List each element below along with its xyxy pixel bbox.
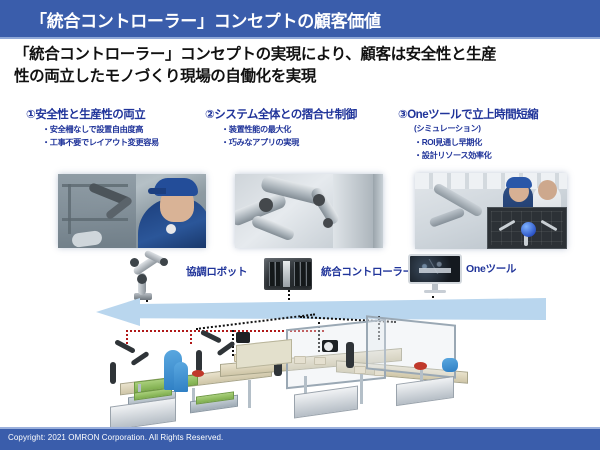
callout-line-horizontal [126,330,324,332]
controller-slot-3 [294,262,299,286]
photo-2-joint-1 [259,198,273,212]
header-bar [0,0,600,37]
photo-3-person-2-head [538,180,557,200]
cobot-icon [118,249,172,300]
factory-rotary-2 [414,362,427,370]
factory-machine-box-1 [110,397,176,431]
value-flow-arrow-shaft [132,298,546,320]
connector-controller-down [288,290,290,312]
value-column-3: ③Oneツールで立上時間短縮 (シミュレーション) ・ROI見通し早期化 ・設計… [398,106,593,162]
column-3-bullets: ・ROI見通し早期化 ・設計リソース効率化 [414,137,593,162]
factory-camera-2 [236,332,250,343]
photo-1-post [68,184,71,234]
factory-robot-base-1 [110,362,116,384]
cobot-joint-1 [137,274,147,284]
photo-1-rail-b [62,218,128,221]
factory-leg-3 [248,380,251,408]
monitor-screen-caption-bar [419,268,451,273]
subtitle: 「統合コントローラー」コンセプトの実現により、顧客は安全性と生産 性の両立したモ… [14,44,589,89]
photo-engineers-viewing-simulation [415,173,567,249]
factory-tray-4 [294,356,306,364]
factory-worker-2 [174,362,188,392]
page-title: 「統合コントローラー」コンセプトの顧客価値 [30,12,381,31]
photo-3-sim-sphere [521,222,536,237]
factory-robot-arm-1a [114,339,136,354]
factory-production-line-illustration [108,315,488,431]
photo-2-joint-2 [313,194,325,206]
photo-industrial-robot-arms [235,174,383,248]
callout-drop-2 [318,322,320,352]
factory-robot-arm-2a [200,329,222,344]
column-2-heading: ②システム全体との摺合せ制御 [205,109,357,121]
factory-leg-4 [304,376,307,406]
photo-1-cap-brim [148,188,166,194]
footer-divider [0,427,600,429]
callout-drop-3 [378,316,380,340]
photo-2-panel-edge [373,174,383,248]
header-underline [0,37,600,39]
photo-2-panel [333,174,375,248]
column-3-heading: ③Oneツールで立上時間短縮 [398,109,539,121]
cobot-segment-1 [138,273,146,295]
photo-worker-with-collaborative-robot [58,174,206,248]
factory-camera-1-lens [324,342,333,351]
column-2-bullet-2: ・巧みなアプリの実現 [221,137,299,147]
controller-slot-5 [306,262,311,286]
column-1-bullet-1: ・安全柵なしで設置自由度高 [42,125,143,134]
controller-label: 統合コントローラー [321,266,413,278]
factory-tray-5 [314,357,326,365]
factory-rotary-1 [192,370,204,377]
callout-tick-mid [190,330,192,344]
value-column-1: ①安全性と生産性の両立 ・安全柵なしで設置自由度高 ・工事不要でレイアウト変更容… [26,106,211,149]
monitor-foot [424,290,446,293]
factory-tray-7 [374,368,386,376]
photo-3-sim-post [524,234,528,246]
controller-slot-2 [275,262,280,286]
controller-slot-1 [269,262,274,286]
column-1-heading: ①安全性と生産性の両立 [26,109,146,121]
factory-leg-5 [360,374,363,404]
cobot-label: 協調ロボット [186,266,248,278]
value-column-2: ②システム全体との摺合せ制御 ・装置性能の最大化 ・巧みなアプリの実現 [205,106,400,149]
footer-bar [0,429,600,450]
monitor-stand [432,284,438,290]
copyright-text: Copyright: 2021 OMRON Corporation. All R… [8,433,224,442]
value-flow-arrow [96,298,546,330]
column-3-subnote: (シミュレーション) [414,124,481,133]
factory-worker-3 [442,358,458,372]
photo-2-joint-3 [323,218,333,228]
controller-cpu-module [283,261,290,287]
column-1-bullet-2: ・工事不要でレイアウト変更容易 [42,137,159,147]
factory-machine-box-3 [396,375,454,407]
onetool-label: Oneツール [466,263,517,275]
cobot-joint-2 [130,258,139,267]
controller-icon [264,258,312,290]
photo-1-badge [166,224,176,234]
column-1-bullets: ・安全柵なしで設置自由度高 ・工事不要でレイアウト変更容易 [42,124,211,149]
monitor-screen [408,254,462,284]
cobot-base [134,293,152,300]
monitor-icon [408,254,462,294]
photo-3-person-1-cap [506,177,532,188]
callout-tick-left [126,330,128,344]
column-3-bullet-2: ・設計リソース効率化 [414,150,492,160]
subtitle-line-1: 「統合コントローラー」コンセプトの実現により、顧客は安全性と生産 [14,46,497,63]
column-2-bullets: ・装置性能の最大化 ・巧みなアプリの実現 [221,124,400,149]
column-2-bullet-1: ・装置性能の最大化 [221,125,292,134]
photo-3-simulation-screen [487,207,567,249]
cobot-joint-3 [160,258,168,266]
controller-slot-4 [300,262,305,286]
factory-robot-base-2 [196,350,202,372]
subtitle-line-2: 性の両立したモノづくり現場の自働化を実現 [14,68,317,86]
column-3-bullet-1: ・ROI見通し早期化 [414,137,482,147]
factory-tray-6 [354,366,366,374]
factory-robot-base-4 [346,342,354,368]
